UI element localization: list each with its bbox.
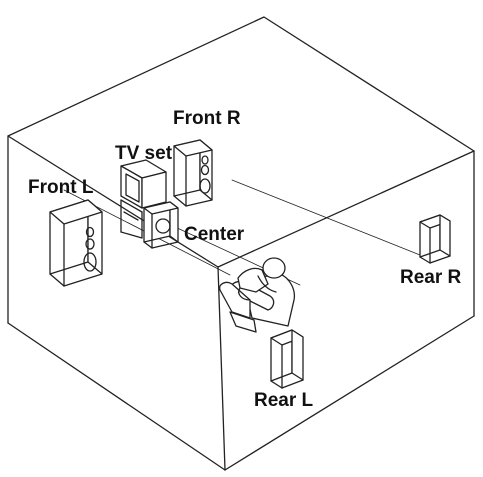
label-front-l: Front L [28,177,94,198]
room-edge-bottom-left [7,322,226,471]
front-l-speaker-icon [49,199,103,287]
room-edge-front [217,266,226,471]
label-center: Center [184,224,245,245]
label-tv-set: TV set [115,143,173,164]
armchair-listener-icon [219,257,296,333]
tv-set-icon [120,159,167,239]
rear-l-speaker-icon [270,329,304,389]
label-rear-l: Rear L [254,390,314,411]
front-r-speaker-icon [173,139,213,207]
label-front-r: Front R [173,108,241,129]
floor-guide-line [231,179,421,256]
label-rear-r: Rear R [400,267,462,288]
center-speaker-icon [143,201,179,249]
room-edge-bottom-right [224,315,475,471]
rear-r-speaker-icon [419,214,451,264]
